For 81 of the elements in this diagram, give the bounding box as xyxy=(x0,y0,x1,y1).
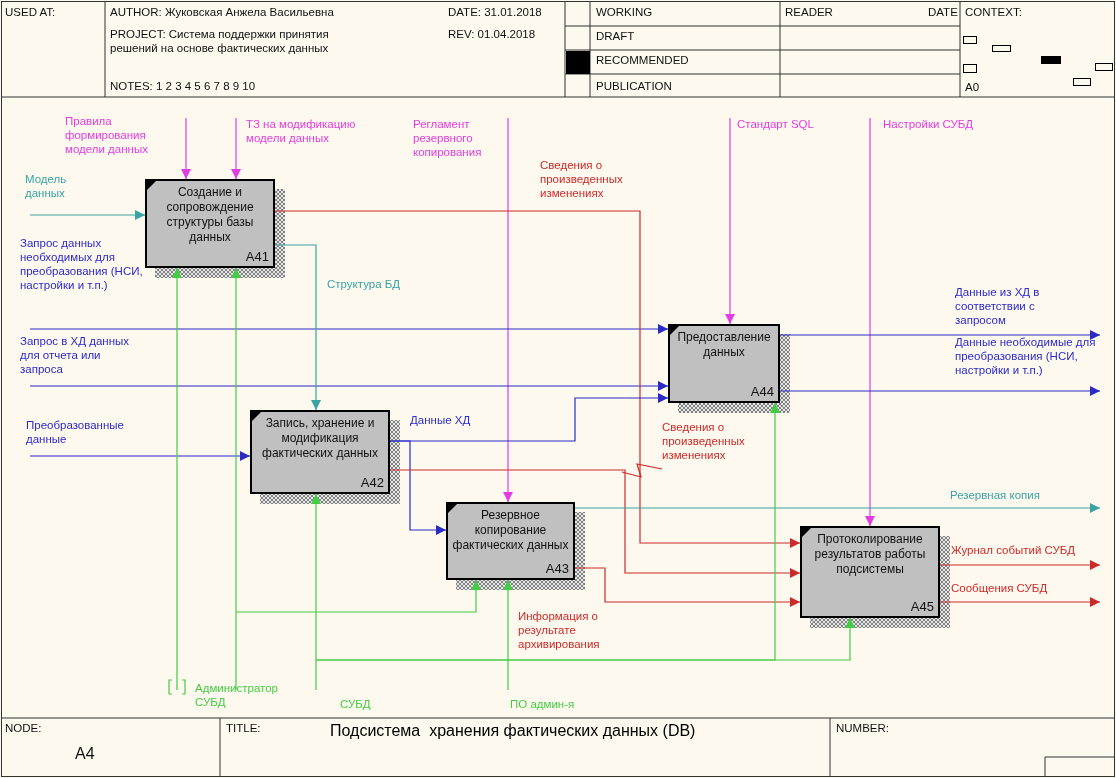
arrow xyxy=(779,330,1101,340)
title-block-text: WORKING xyxy=(596,5,653,19)
arrow-label: СУБД xyxy=(340,697,372,711)
arrow xyxy=(29,324,669,334)
activity-label: Резервное копирование фактических данных xyxy=(452,508,569,553)
activity-box xyxy=(446,502,575,580)
title-block-text: TITLE: xyxy=(226,721,261,735)
arrow-label: Запрос данных необходимых для преобразования (НСИ, настройки и т.п.) xyxy=(20,236,144,292)
arrow-label: Сведения о произведенных изменениях xyxy=(540,158,624,200)
node-number: A44 xyxy=(750,384,774,399)
title-block-text: NOTES: 1 2 3 4 5 6 7 8 9 10 xyxy=(110,79,256,93)
activity-box xyxy=(668,324,780,403)
arrow-label: Стандарт SQL xyxy=(737,117,815,131)
title-block-text: NUMBER: xyxy=(836,721,890,735)
arrow-label: Данные ХД xyxy=(410,413,472,427)
arrow xyxy=(231,117,241,180)
arrow-label: Сообщения СУБД xyxy=(951,581,1049,595)
activity-label: Запись, хранение и модификация фактических данных xyxy=(261,416,379,461)
arrow xyxy=(235,579,481,613)
title-block-text: DATE xyxy=(928,5,958,19)
arrow-label: Запрос в ХД данных для отчета или запроса xyxy=(20,334,131,376)
node-number: A45 xyxy=(910,599,934,614)
arrow-label: ПО админ-я xyxy=(510,697,576,711)
activity-box xyxy=(250,410,390,494)
node-number: A41 xyxy=(245,249,269,264)
arrow-label: Модель данных xyxy=(25,172,68,200)
arrow xyxy=(865,117,875,527)
arrow xyxy=(389,440,447,535)
title-block-text: REV: 01.04.2018 xyxy=(448,27,536,41)
arrow xyxy=(315,617,855,661)
title-block-text: DRAFT xyxy=(596,29,635,43)
arrow-label: Данные из ХД в соответствии с запросом xyxy=(955,285,1041,327)
diagram-title: Подсистема хранения фактических данных (DB) xyxy=(330,722,696,740)
title-block-text: AUTHOR: Жуковская Анжела Васильевна xyxy=(110,5,334,19)
arrow xyxy=(389,469,801,578)
arrow-label: Преобразованные данные xyxy=(26,418,125,446)
arrow-label: Структура БД xyxy=(327,277,402,291)
title-block-text: NODE: xyxy=(5,721,42,735)
arrow xyxy=(274,210,801,548)
arrow-label: Правила формирования модели данных xyxy=(65,114,149,156)
arrow xyxy=(172,267,182,691)
title-block-text: PROJECT: Система поддержки принятия решений на основе фактических данных xyxy=(110,27,330,55)
arrow xyxy=(939,560,1101,570)
node-number: A43 xyxy=(545,561,569,576)
arrow-label: Журнал событий СУБД xyxy=(951,543,1077,557)
arrow-label: Администратор СУБД xyxy=(195,681,279,709)
arrow xyxy=(29,451,251,461)
title-block-text: READER xyxy=(785,5,833,19)
arrow xyxy=(503,579,513,691)
arrow-label: Настройки СУБД xyxy=(883,117,975,131)
title-block-text: CONTEXT: xyxy=(965,5,1022,19)
title-block-text: DATE: 31.01.2018 xyxy=(448,5,542,19)
arrow-label: Регламент резервного копирования xyxy=(413,117,483,159)
arrow-label: Резервная копия xyxy=(950,488,1041,502)
arrow xyxy=(274,244,321,411)
arrow xyxy=(311,493,321,691)
title-block-text: A4 xyxy=(75,747,95,761)
node-number: A42 xyxy=(360,475,384,490)
title-block-text: USED AT: xyxy=(5,5,56,19)
activity-box xyxy=(800,526,940,618)
arrow-label: Данные необходимые для преобразования (НСИ, настройки и т.п.) xyxy=(955,335,1097,377)
arrow-label: ТЗ на модификацию модели данных xyxy=(246,117,357,145)
arrow xyxy=(231,267,241,691)
arrow xyxy=(725,117,735,325)
arrow xyxy=(181,117,191,180)
arrow xyxy=(29,210,146,220)
title-block-text: RECOMMENDED xyxy=(596,53,689,67)
arrow-label: Сведения о произведенных изменениях xyxy=(662,420,746,462)
arrow xyxy=(574,503,1101,513)
activity-label: Создание и сопровождение структуры базы данных xyxy=(165,185,255,245)
activity-box xyxy=(145,179,275,268)
activity-label: Протоколирование результатов работы подсистемы xyxy=(813,532,927,577)
arrow xyxy=(779,386,1101,396)
activity-label: Предоставление данных xyxy=(676,330,772,360)
arrow xyxy=(503,117,513,503)
title-block-text: A0 xyxy=(965,80,980,94)
arrow xyxy=(939,597,1101,607)
arrow-label: Информация о результате архивирования xyxy=(518,609,601,651)
arrow xyxy=(29,381,669,391)
title-block-text: PUBLICATION xyxy=(596,79,672,93)
arrow xyxy=(574,567,801,607)
